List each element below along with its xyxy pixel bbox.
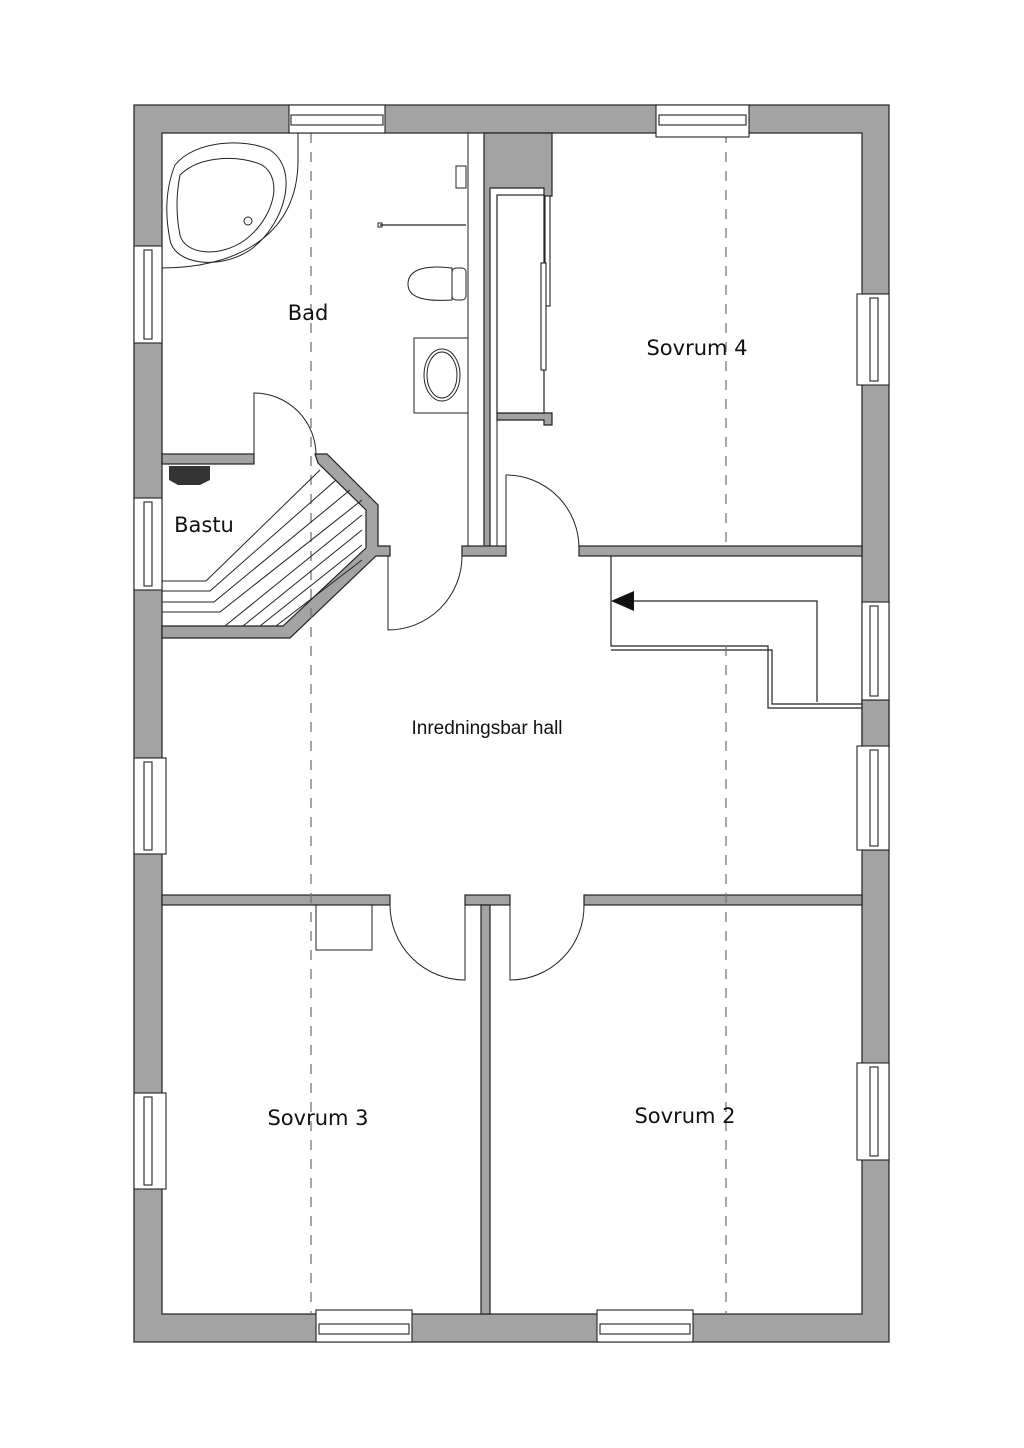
room-label-sovrum-3: Sovrum 3 [267,1106,368,1130]
staircase [610,556,862,709]
room-label-bad: Bad [288,301,329,325]
doors [253,392,585,981]
wardrobe [540,195,551,371]
roof-slope-lines [310,133,727,1314]
stair-arrow-icon [611,591,634,611]
room-label-hall: Inredningsbar hall [411,718,562,739]
chimney-box [315,904,373,951]
windows [133,104,890,1343]
sauna-benches [162,466,363,627]
toilet-icon [407,266,453,301]
room-labels: Bad Bastu Sovrum 4 Inredningsbar hall So… [174,301,747,1130]
room-label-bastu: Bastu [174,513,234,537]
interior-walls [161,132,890,1315]
bathtub-icon [161,132,299,269]
shower-head-icon [455,165,467,189]
bathroom-fixtures [161,132,469,414]
room-label-sovrum-4: Sovrum 4 [646,336,747,360]
sink-icon [413,337,469,414]
sauna-stove-icon [169,466,210,485]
room-label-sovrum-2: Sovrum 2 [634,1104,735,1128]
